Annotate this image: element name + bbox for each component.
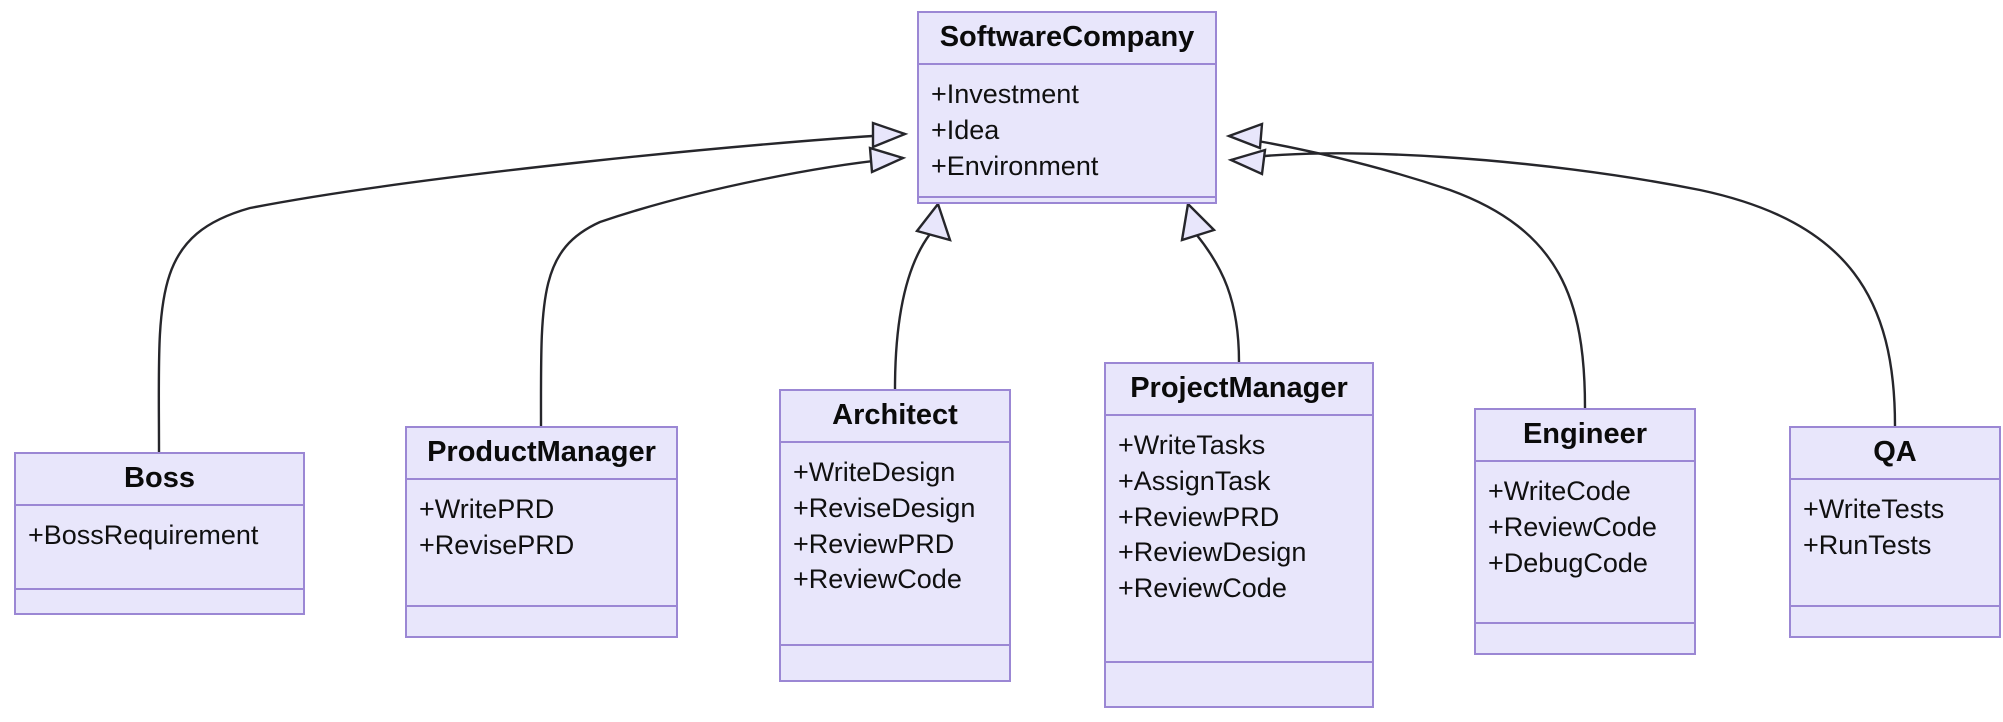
edge-productmanager-to-softwarecompany: [539, 146, 907, 427]
class-methods-product-manager: [407, 607, 676, 636]
class-attribute: +Environment: [931, 150, 1099, 181]
class-methods-architect: [781, 646, 1009, 680]
class-attribute: +WriteCode: [1488, 476, 1631, 507]
edge-architect-to-softwarecompany: [893, 201, 952, 390]
class-attribute: +ReviewDesign: [1118, 537, 1307, 568]
inheritance-arrowhead-icon: [1227, 148, 1267, 176]
class-attribute: +ReviewCode: [1118, 572, 1287, 603]
class-attributes-architect: +WriteDesign +ReviseDesign +ReviewPRD +Revi…: [781, 443, 1009, 646]
inheritance-arrowhead-icon: [1225, 122, 1264, 150]
uml-class-project-manager[interactable]: ProjectManager +WriteTasks +AssignTask +Rev…: [1104, 362, 1374, 708]
class-attribute: +AssignTask: [1118, 465, 1271, 496]
class-attribute: +ReviewCode: [793, 564, 962, 595]
class-attributes-qa: +WriteTests +RunTests: [1791, 480, 1999, 607]
uml-class-boss[interactable]: Boss +BossRequirement: [14, 452, 305, 615]
class-title-qa: QA: [1791, 428, 1999, 481]
class-attributes-project-manager: +WriteTasks +AssignTask +ReviewPRD +ReviewD…: [1106, 416, 1372, 664]
inheritance-arrowhead-icon: [868, 146, 907, 174]
uml-class-architect[interactable]: Architect +WriteDesign +ReviseDesign +Revie…: [779, 389, 1011, 682]
uml-class-qa[interactable]: QA +WriteTests +RunTests: [1789, 426, 2001, 638]
class-title-engineer: Engineer: [1476, 410, 1694, 463]
class-attributes-product-manager: +WritePRD +RevisePRD: [407, 480, 676, 607]
class-methods-project-manager: [1106, 663, 1372, 706]
class-attribute: +ReviewCode: [1488, 511, 1657, 542]
class-attribute: +RevisePRD: [419, 529, 575, 560]
class-attribute: +WritePRD: [419, 494, 555, 525]
edge-line: [1195, 233, 1241, 363]
class-title-project-manager: ProjectManager: [1106, 364, 1372, 417]
class-attribute: +ReviseDesign: [793, 492, 976, 523]
uml-class-engineer[interactable]: Engineer +WriteCode +ReviewCode +DebugCode: [1474, 408, 1696, 655]
class-attribute: +BossRequirement: [28, 520, 259, 551]
class-attribute: +WriteTasks: [1118, 430, 1266, 461]
class-attribute: +Idea: [931, 114, 1000, 145]
class-methods-qa: [1791, 607, 1999, 636]
class-title-boss: Boss: [16, 454, 303, 507]
class-attributes-boss: +BossRequirement: [16, 506, 303, 591]
edge-projectmanager-to-softwarecompany: [1180, 201, 1241, 363]
class-attributes-software-company: +Investment +Idea +Environment: [919, 65, 1215, 199]
class-attribute: +Investment: [931, 79, 1079, 110]
class-methods-engineer: [1476, 624, 1694, 653]
edge-line: [539, 156, 904, 427]
class-attributes-engineer: +WriteCode +ReviewCode +DebugCode: [1476, 462, 1694, 625]
class-attribute: +WriteTests: [1803, 494, 1945, 525]
class-methods-boss: [16, 590, 303, 613]
uml-class-software-company[interactable]: SoftwareCompany +Investment +Idea +Environm…: [917, 11, 1217, 204]
class-attribute: +ReviewPRD: [793, 528, 955, 559]
class-attribute: +DebugCode: [1488, 547, 1648, 578]
uml-class-product-manager[interactable]: ProductManager +WritePRD +RevisePRD: [405, 426, 678, 638]
edge-line: [893, 233, 931, 390]
inheritance-arrowhead-icon: [871, 121, 909, 149]
class-attribute: +RunTests: [1803, 529, 1932, 560]
class-attribute: +WriteDesign: [793, 457, 956, 488]
class-attribute: +ReviewPRD: [1118, 501, 1280, 532]
class-title-architect: Architect: [781, 391, 1009, 444]
class-title-software-company: SoftwareCompany: [919, 13, 1215, 66]
class-title-product-manager: ProductManager: [407, 428, 676, 481]
class-methods-software-company: [919, 198, 1215, 215]
